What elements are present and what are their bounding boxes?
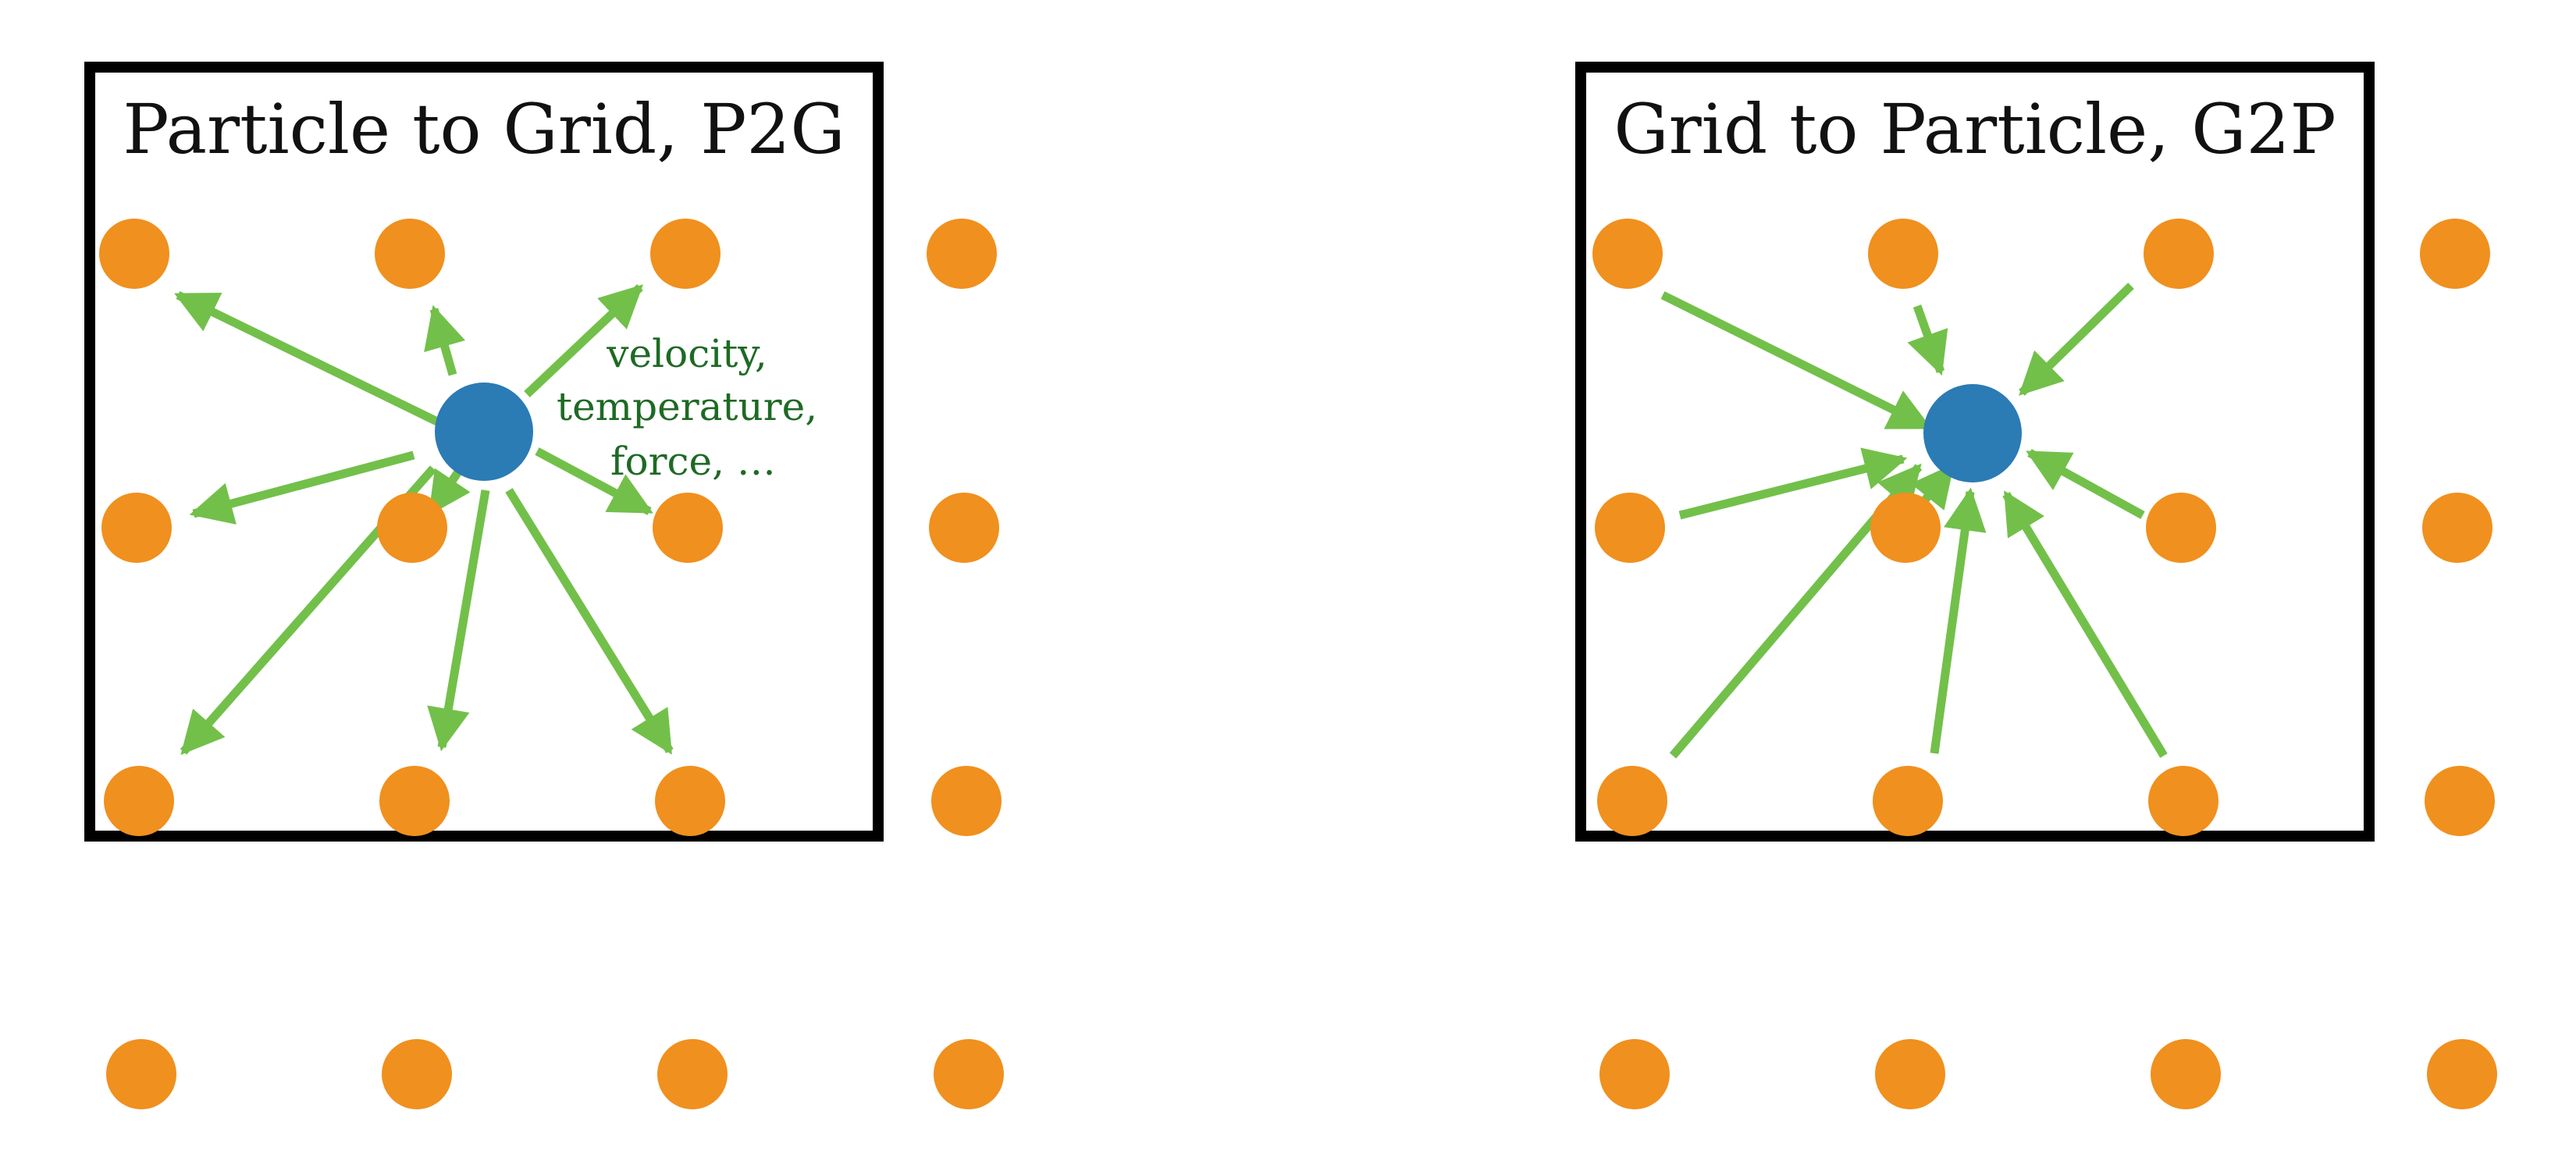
grid-node xyxy=(2148,766,2218,836)
p2g-arrow xyxy=(524,284,643,397)
grid-node xyxy=(2151,1039,2221,1109)
g2p-arrow xyxy=(1907,304,1948,376)
grid-node xyxy=(1595,493,1665,563)
grid-node xyxy=(929,493,999,563)
grid-node xyxy=(931,766,1002,836)
p2g-title: Particle to Grid, P2G xyxy=(123,89,845,169)
grid-node xyxy=(1597,766,1667,836)
grid-node xyxy=(653,493,723,563)
grid-node xyxy=(2144,219,2214,289)
grid-node xyxy=(1599,1039,1670,1109)
grid-node xyxy=(104,766,174,836)
annotation-line: temperature, xyxy=(557,384,817,429)
g2p-arrows xyxy=(1660,283,2168,759)
grid-node xyxy=(377,493,447,563)
p2g-arrows xyxy=(174,284,674,756)
grid-node xyxy=(655,766,725,836)
grid-node xyxy=(2427,1039,2497,1109)
p2g-arrow xyxy=(174,291,439,425)
g2p-frame xyxy=(1575,62,2375,842)
grid-node xyxy=(2420,219,2490,289)
grid-node xyxy=(657,1039,728,1109)
p2g-arrow xyxy=(189,450,415,525)
g2p-panel: Grid to Particle, G2P xyxy=(1575,62,2497,1109)
p2g-grid-nodes xyxy=(99,219,1004,1109)
grid-node xyxy=(1592,219,1663,289)
p2g-particle xyxy=(435,383,533,481)
annotation-line: velocity, xyxy=(606,331,767,376)
g2p-arrow xyxy=(2019,283,2134,396)
grid-node xyxy=(375,219,445,289)
grid-node xyxy=(2425,766,2495,836)
g2p-grid-nodes xyxy=(1592,219,2497,1109)
p2g-arrow xyxy=(505,488,674,755)
g2p-title: Grid to Particle, G2P xyxy=(1614,89,2336,169)
g2p-arrow xyxy=(1678,447,1908,520)
p2g-arrow xyxy=(535,447,653,515)
g2p-arrow xyxy=(1660,291,1932,431)
grid-node xyxy=(1870,493,1941,563)
p2g-annotation: velocity, temperature, force, … xyxy=(557,331,830,484)
p2g-frame xyxy=(84,62,884,842)
p2g-arrow xyxy=(424,304,466,376)
grid-node xyxy=(99,219,169,289)
grid-node xyxy=(106,1039,176,1109)
g2p-particle xyxy=(1923,384,2022,482)
grid-node xyxy=(2146,493,2216,563)
grid-node xyxy=(927,219,997,289)
grid-node xyxy=(1868,219,1938,289)
annotation-line: force, … xyxy=(610,439,776,484)
g2p-arrow xyxy=(1930,487,1987,754)
g2p-arrow xyxy=(2002,490,2168,758)
grid-node xyxy=(934,1039,1004,1109)
p2g-panel: Particle to Grid, P2G xyxy=(84,62,1004,1109)
g2p-arrow xyxy=(2026,449,2145,519)
grid-node xyxy=(101,493,172,563)
grid-node xyxy=(382,1039,452,1109)
grid-node xyxy=(2422,493,2492,563)
grid-node xyxy=(1875,1039,1945,1109)
grid-node xyxy=(650,219,720,289)
grid-node xyxy=(379,766,450,836)
grid-node xyxy=(1873,766,1943,836)
p2g-arrow xyxy=(427,489,490,752)
